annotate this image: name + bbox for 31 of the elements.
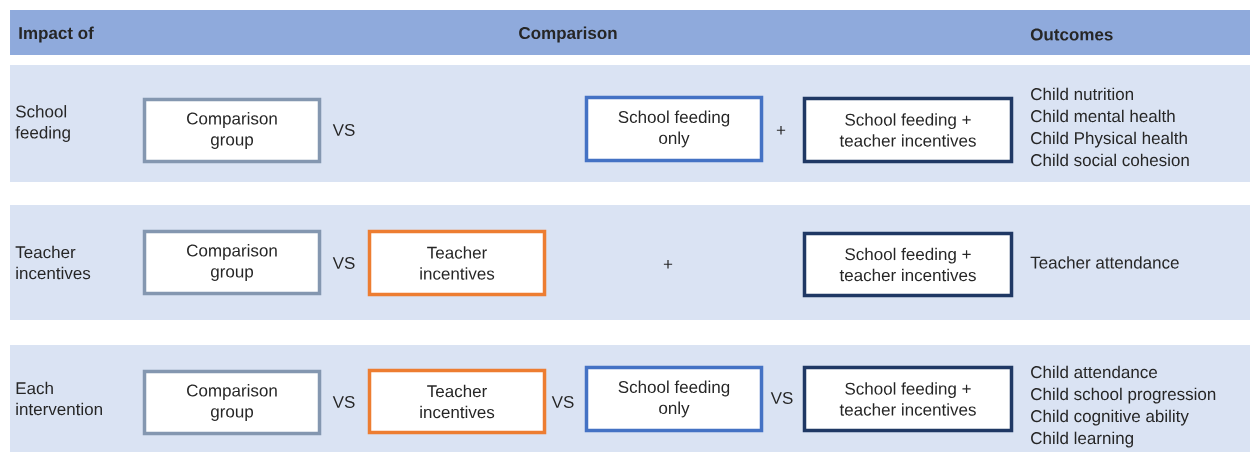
- row-label: Each intervention: [16, 381, 102, 416]
- outcome-text: Child mental health: [1031, 109, 1175, 123]
- operator-label: VS: [551, 395, 574, 408]
- column-heading: Outcomes: [1030, 28, 1113, 41]
- row-label: Teacher incentives: [15, 245, 91, 280]
- group-box: Comparison group: [142, 369, 322, 436]
- operator-label: +: [776, 126, 786, 135]
- operator-label: VS: [770, 391, 793, 404]
- group-box: School feeding only: [584, 365, 764, 433]
- group-box: School feeding + teacher incentives: [802, 96, 1014, 164]
- operator-label: VS: [332, 395, 355, 408]
- outcome-text: Child social cohesion: [1031, 153, 1189, 167]
- outcome-text: Child learning: [1031, 431, 1133, 448]
- operator-label: +: [663, 260, 673, 269]
- group-box: School feeding + teacher incentives: [802, 231, 1014, 298]
- group-box: School feeding + teacher incentives: [802, 365, 1014, 433]
- column-heading: Comparison: [519, 26, 617, 43]
- group-box: Teacher incentives: [367, 229, 547, 297]
- outcome-text: Child nutrition: [1031, 87, 1133, 101]
- outcome-text: Child attendance: [1031, 365, 1157, 379]
- outcome-text: Child cognitive ability: [1031, 409, 1189, 426]
- column-heading: Impact of: [19, 26, 94, 43]
- outcome-text: Child Physical health: [1031, 131, 1187, 148]
- row-label: School feeding: [15, 105, 70, 142]
- group-box: Teacher incentives: [367, 368, 547, 435]
- group-box: School feeding only: [584, 95, 764, 163]
- group-box: Comparison group: [142, 97, 322, 164]
- outcome-text: Child school progression: [1031, 387, 1216, 404]
- group-box: Comparison group: [142, 229, 322, 296]
- operator-label: VS: [332, 256, 355, 269]
- outcome-text: Teacher attendance: [1030, 256, 1179, 269]
